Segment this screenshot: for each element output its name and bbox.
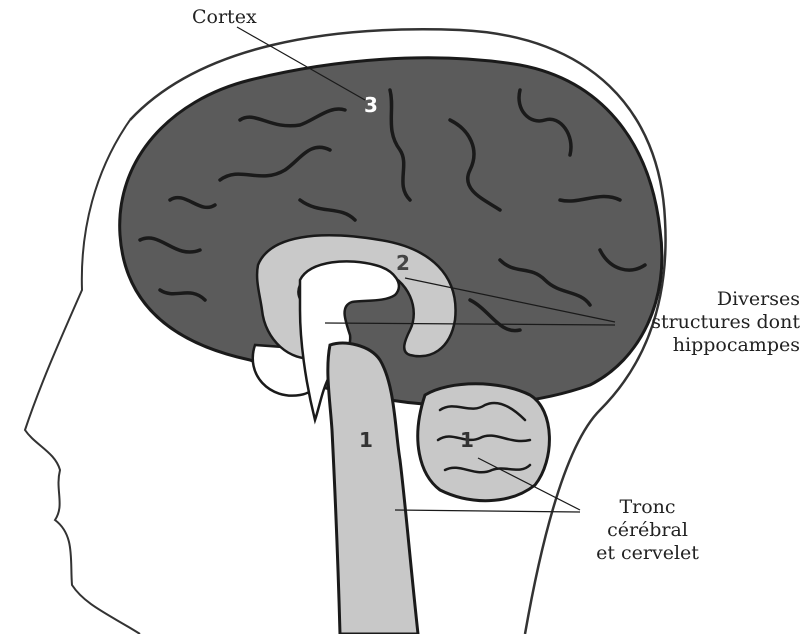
region-number-limbic: 2	[396, 253, 410, 273]
region-number-brainstem: 1	[359, 430, 373, 450]
label-tronc: Tronc cérébral et cervelet	[585, 496, 710, 565]
label-tronc-line-2: cérébral	[585, 519, 710, 542]
label-structures-line-2: structures dont	[612, 311, 800, 334]
label-structures-line-1: Diverses	[612, 288, 800, 311]
region-number-cerebellum: 1	[460, 430, 474, 450]
label-cortex: Cortex	[192, 6, 257, 29]
label-structures: Diverses structures dont hippocampes	[612, 288, 800, 357]
cerebellum	[418, 384, 550, 501]
label-structures-line-3: hippocampes	[612, 334, 800, 357]
region-number-cortex: 3	[364, 95, 378, 115]
label-tronc-line-1: Tronc	[585, 496, 710, 519]
label-tronc-line-3: et cervelet	[585, 542, 710, 565]
